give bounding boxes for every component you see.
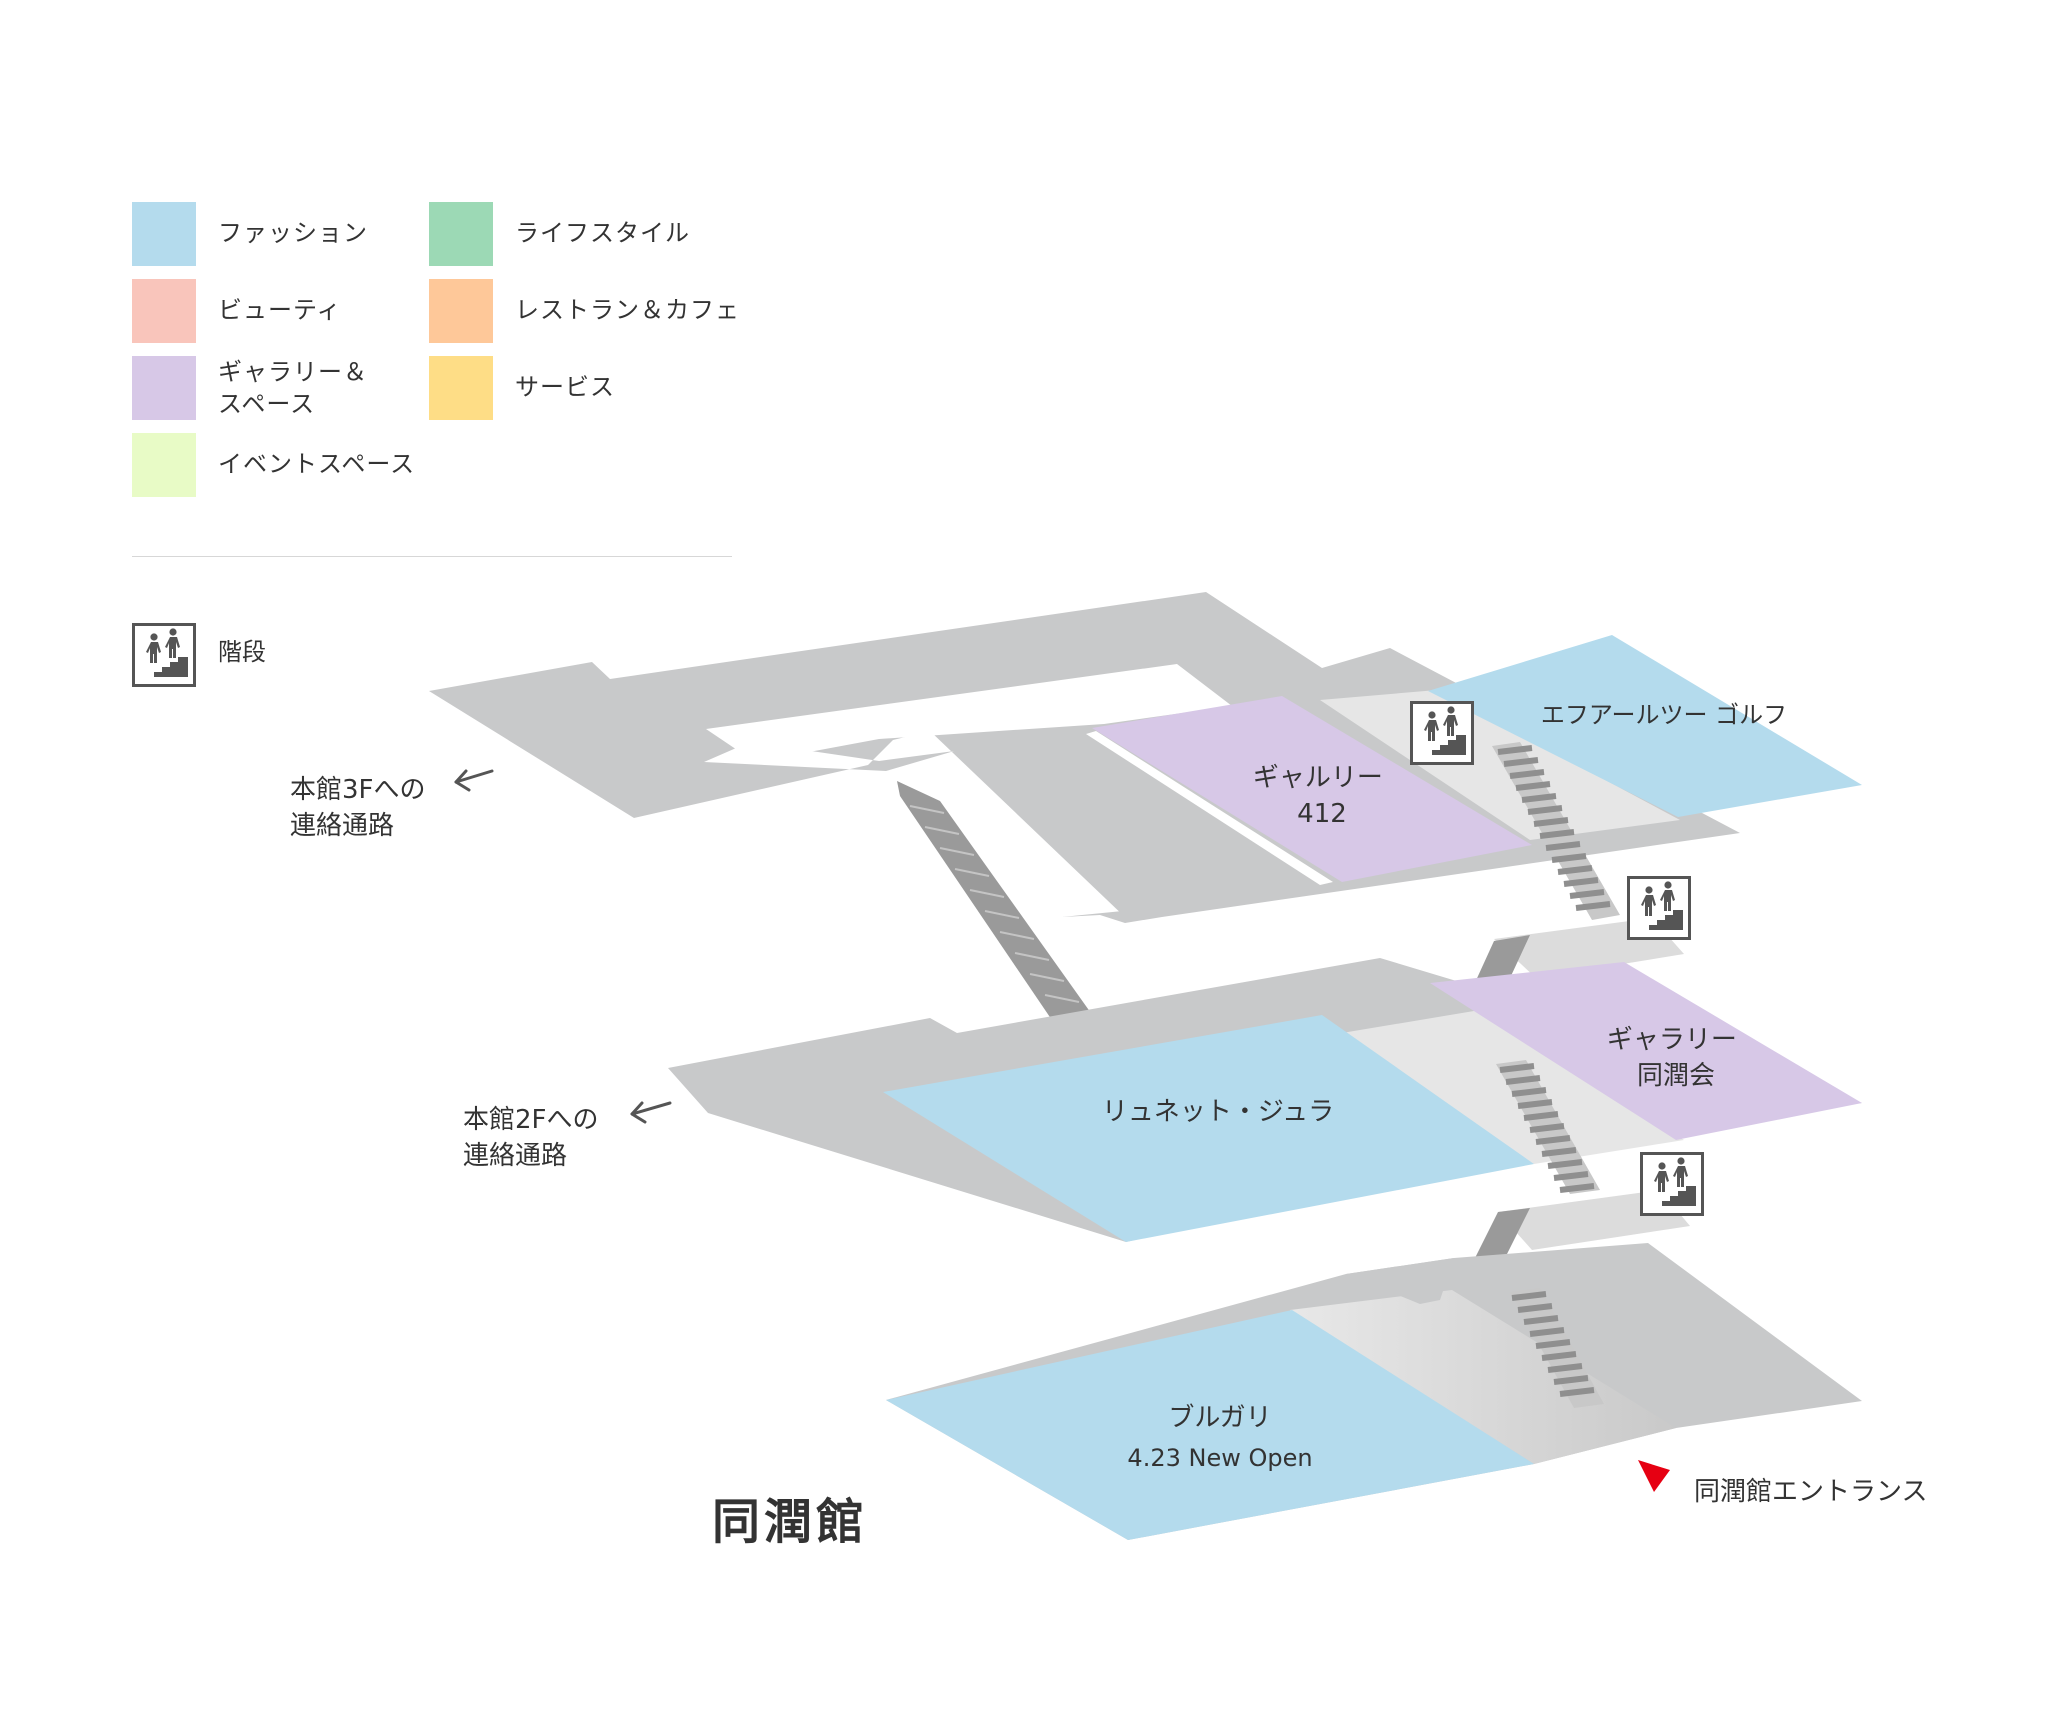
floor-4f-cut <box>1086 731 1333 885</box>
floor-2f: ブルガリ 4.23 New Open <box>886 1243 1862 1540</box>
legend-label-stairs: 階段 <box>218 638 266 666</box>
arrow-left-icon <box>454 769 494 792</box>
shop-golf <box>1428 635 1862 817</box>
legend-label-event-space: イベントスペース <box>218 450 416 478</box>
shop-gallery-412 <box>1092 696 1532 882</box>
floor-4f: エフアールツー ゴルフ ギャルリー 412 <box>429 592 1862 923</box>
legend-label-gallery-space: ギャラリー＆ スペース <box>218 358 368 418</box>
connector-label-2f: 本館2Fへの 連絡通路 <box>463 1105 607 1171</box>
arrow-left-icon <box>630 1101 672 1124</box>
legend-stairs-icon <box>132 623 196 687</box>
stair-4f-right <box>1492 742 1620 920</box>
floor-2f-notch <box>1346 1258 1454 1304</box>
entrance-marker-icon <box>1638 1460 1670 1492</box>
shop-lunette-jura <box>883 1015 1534 1242</box>
shop-label-bulgari: ブルガリ <box>1168 1403 1271 1433</box>
legend-swatch-service <box>429 356 493 420</box>
legend-swatch-event-space <box>132 433 196 497</box>
legend-label-service: サービス <box>515 373 615 401</box>
floor-2f-corridor <box>1290 1290 1676 1464</box>
shop-label-bulgari-note: 4.23 New Open <box>1127 1444 1312 1472</box>
stairs-icon-4f <box>1410 701 1474 765</box>
legend-swatch-gallery-space <box>132 356 196 420</box>
legend-label-fashion: ファッション <box>218 219 368 247</box>
legend-label-lifestyle: ライフスタイル <box>515 219 690 247</box>
stair-3f-right <box>1496 1060 1600 1194</box>
stairs-icon-landing-lower <box>1640 1152 1704 1216</box>
shop-label-golf: エフアールツー ゴルフ <box>1541 701 1787 729</box>
connector-3f: 本館3Fへの 連絡通路 <box>290 769 494 841</box>
legend-label-beauty: ビューティ <box>218 296 342 324</box>
floor-3f: リュネット・ジュラ ギャラリー 同潤会 <box>668 958 1862 1242</box>
legend-label-restaurant-cafe: レストラン＆カフェ <box>515 296 740 324</box>
stair-4f-3f-long <box>897 781 1108 1052</box>
stair-4f-3f-long-steps <box>909 805 1095 1024</box>
floor-3f-corridor <box>1324 1010 1684 1164</box>
shop-label-gallery-dojunkai: ギャラリー 同潤会 <box>1607 1025 1745 1091</box>
connector-label-3f: 本館3Fへの 連絡通路 <box>290 775 434 841</box>
floor-4f-courtyard <box>706 664 1232 762</box>
legend-swatch-restaurant-cafe <box>429 279 493 343</box>
building-name: 同潤館 <box>712 1494 868 1550</box>
stairs-icon-landing-upper <box>1627 876 1691 940</box>
entrance-label: 同潤館エントランス <box>1694 1477 1927 1507</box>
shop-gallery-dojunkai <box>1430 962 1862 1140</box>
connector-2f: 本館2Fへの 連絡通路 <box>463 1101 672 1171</box>
shop-label-gallery-412: ギャルリー 412 <box>1253 763 1391 829</box>
shop-bulgari <box>886 1310 1534 1540</box>
legend-swatch-fashion <box>132 202 196 266</box>
legend-swatch-lifestyle <box>429 202 493 266</box>
legend-divider <box>132 556 732 557</box>
legend-swatch-beauty <box>132 279 196 343</box>
shop-label-lunette-jura: リュネット・ジュラ <box>1102 1097 1334 1127</box>
stair-2f-right <box>1510 1288 1604 1408</box>
